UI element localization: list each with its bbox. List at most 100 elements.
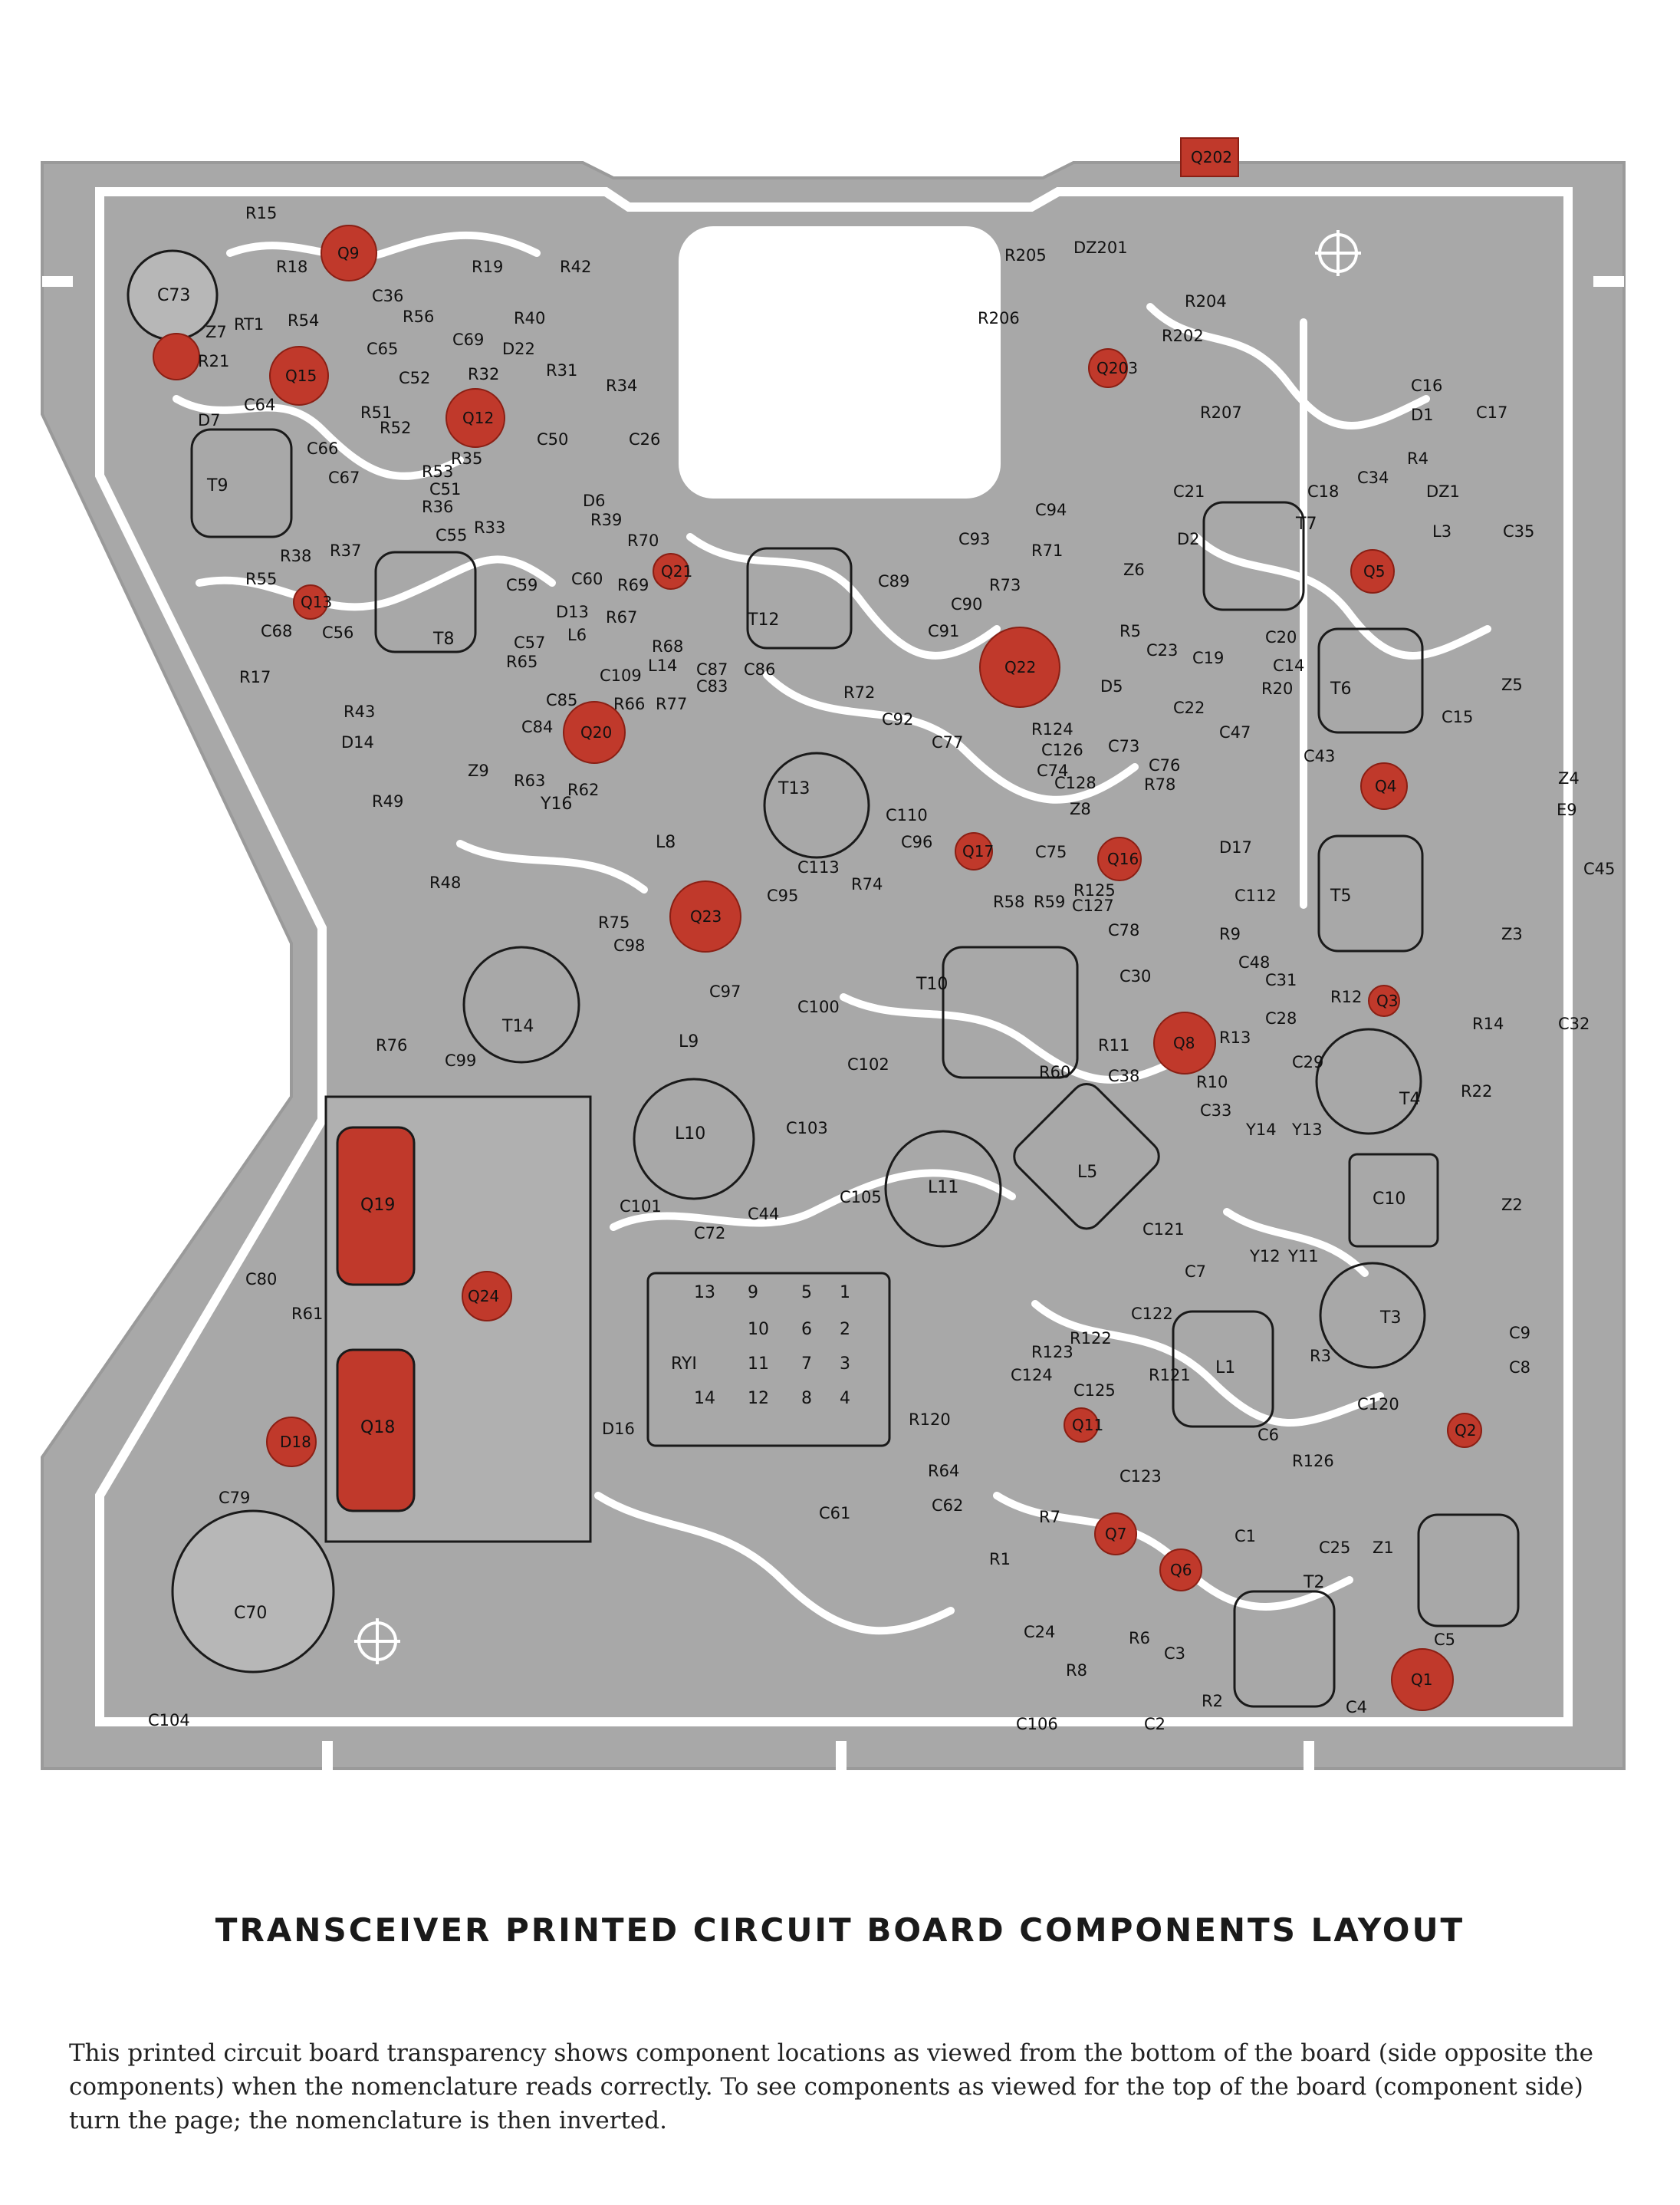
svg-text:Q17: Q17	[962, 842, 994, 861]
board-notch	[836, 1741, 847, 1772]
svg-text:R51: R51	[360, 403, 392, 422]
svg-text:Z7: Z7	[205, 323, 227, 341]
svg-text:C68: C68	[261, 622, 292, 640]
svg-text:C67: C67	[328, 469, 360, 487]
svg-text:Q203: Q203	[1096, 359, 1138, 377]
svg-text:C34: C34	[1357, 469, 1389, 487]
svg-text:R121: R121	[1149, 1366, 1191, 1384]
svg-text:R15: R15	[245, 204, 277, 222]
svg-text:R13: R13	[1219, 1028, 1251, 1047]
svg-text:R2: R2	[1202, 1692, 1223, 1710]
svg-text:R42: R42	[560, 258, 591, 276]
svg-text:R36: R36	[422, 498, 453, 516]
svg-text:C28: C28	[1265, 1009, 1297, 1028]
svg-text:C89: C89	[878, 572, 909, 591]
svg-text:6: 6	[801, 1320, 812, 1339]
svg-text:Q202: Q202	[1191, 148, 1232, 166]
svg-text:Q5: Q5	[1363, 562, 1385, 581]
svg-text:T5: T5	[1330, 887, 1351, 906]
svg-text:R39: R39	[590, 511, 622, 529]
svg-text:R78: R78	[1144, 775, 1175, 794]
relay-ry1	[646, 1272, 891, 1447]
svg-text:C57: C57	[514, 634, 545, 652]
svg-text:T9: T9	[206, 476, 228, 495]
svg-text:C38: C38	[1108, 1067, 1139, 1085]
svg-text:R48: R48	[429, 874, 461, 892]
svg-text:C110: C110	[886, 806, 928, 824]
svg-text:R67: R67	[606, 608, 637, 627]
svg-text:C80: C80	[245, 1270, 277, 1288]
svg-text:L3: L3	[1432, 522, 1452, 541]
svg-text:C75: C75	[1035, 843, 1067, 861]
svg-text:R58: R58	[993, 893, 1024, 911]
svg-text:C1: C1	[1235, 1527, 1256, 1545]
svg-text:D13: D13	[556, 603, 589, 621]
svg-text:R5: R5	[1119, 622, 1141, 640]
svg-text:C5: C5	[1434, 1631, 1455, 1649]
svg-text:R126: R126	[1292, 1452, 1334, 1470]
svg-text:C33: C33	[1200, 1101, 1231, 1120]
svg-text:R17: R17	[239, 668, 271, 686]
svg-text:R53: R53	[422, 462, 453, 481]
svg-text:C35: C35	[1503, 522, 1534, 541]
svg-text:R202: R202	[1162, 327, 1204, 345]
svg-text:Z6: Z6	[1123, 561, 1145, 579]
svg-text:R18: R18	[276, 258, 307, 276]
svg-text:C50: C50	[537, 430, 568, 449]
svg-text:11: 11	[748, 1354, 769, 1374]
svg-text:C94: C94	[1035, 501, 1067, 519]
svg-text:Q23: Q23	[690, 907, 722, 926]
svg-text:Q9: Q9	[337, 244, 359, 262]
svg-text:D2: D2	[1177, 530, 1200, 548]
svg-text:D1: D1	[1411, 406, 1434, 424]
svg-text:R69: R69	[617, 576, 649, 594]
svg-text:Q7: Q7	[1105, 1525, 1126, 1543]
svg-text:R33: R33	[474, 518, 505, 537]
svg-text:R12: R12	[1330, 988, 1362, 1006]
svg-text:C109: C109	[600, 666, 642, 685]
svg-text:4: 4	[840, 1389, 850, 1408]
svg-text:R68: R68	[652, 637, 683, 656]
svg-text:C91: C91	[928, 622, 959, 640]
svg-text:C26: C26	[629, 430, 660, 449]
svg-text:Q4: Q4	[1375, 777, 1396, 795]
svg-text:C125: C125	[1073, 1381, 1116, 1400]
svg-text:C73: C73	[1108, 737, 1139, 755]
svg-text:T2: T2	[1303, 1573, 1324, 1592]
svg-text:R64: R64	[928, 1462, 959, 1480]
svg-text:C14: C14	[1273, 657, 1304, 675]
svg-text:C98: C98	[613, 936, 645, 955]
svg-text:C20: C20	[1265, 628, 1297, 647]
svg-text:R54: R54	[288, 311, 319, 330]
transformers	[190, 428, 1520, 1708]
svg-text:Y14: Y14	[1245, 1121, 1277, 1139]
svg-text:C112: C112	[1235, 887, 1277, 905]
svg-text:C92: C92	[882, 710, 913, 729]
svg-text:R76: R76	[376, 1036, 407, 1055]
svg-text:C21: C21	[1173, 482, 1205, 501]
board-notch	[1593, 276, 1624, 287]
svg-text:C8: C8	[1509, 1358, 1530, 1377]
svg-text:C127: C127	[1072, 897, 1114, 915]
svg-text:R6: R6	[1129, 1629, 1150, 1647]
svg-text:L11: L11	[928, 1178, 958, 1197]
board-edge-trace	[95, 187, 1573, 1726]
svg-text:D5: D5	[1100, 677, 1123, 696]
svg-text:RT1: RT1	[234, 315, 264, 334]
svg-text:Q3: Q3	[1376, 992, 1398, 1010]
svg-text:5: 5	[801, 1283, 812, 1302]
svg-text:Y16: Y16	[540, 795, 572, 814]
svg-text:R125: R125	[1073, 881, 1116, 900]
svg-text:C78: C78	[1108, 921, 1139, 940]
svg-text:R73: R73	[989, 576, 1021, 594]
svg-text:R21: R21	[198, 352, 229, 370]
svg-text:R60: R60	[1039, 1063, 1070, 1081]
label-q18: Q18	[360, 1418, 395, 1437]
svg-text:C101: C101	[620, 1197, 662, 1216]
svg-text:L9: L9	[679, 1032, 699, 1051]
svg-text:Z9: Z9	[468, 762, 489, 780]
svg-text:C4: C4	[1346, 1698, 1367, 1716]
svg-text:R75: R75	[598, 913, 630, 932]
svg-text:C113: C113	[797, 858, 840, 877]
